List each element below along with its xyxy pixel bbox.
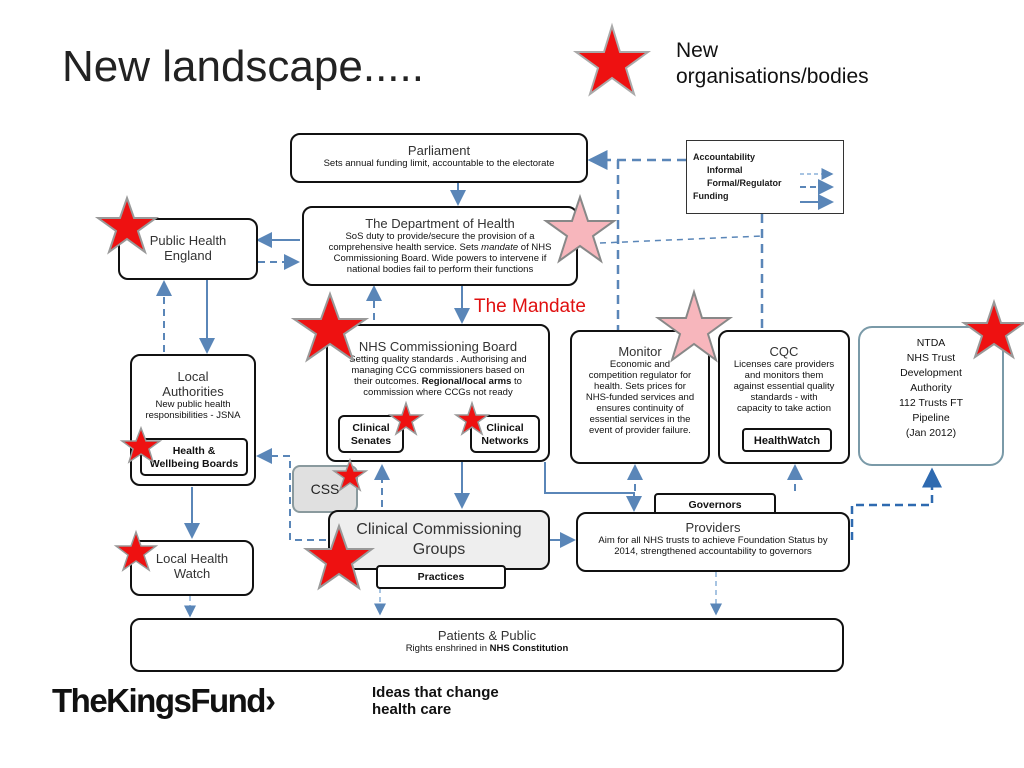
- new-organisations-legend: New organisations/bodies: [676, 39, 869, 88]
- healthwatch-box: HealthWatch: [742, 428, 832, 452]
- page-title: New landscape.....: [62, 42, 424, 91]
- networks-star-icon: [453, 400, 491, 436]
- patients-public-box: Patients & Public Rights enshrined in NH…: [130, 618, 844, 672]
- css-star-icon: [331, 457, 369, 492]
- clinical-senates-box: Clinical Senates: [338, 415, 404, 453]
- kings-fund-tagline: Ideas that change health care: [372, 684, 499, 718]
- nhscb-star-icon: [290, 291, 370, 363]
- practices-box: Practices: [376, 565, 506, 589]
- parliament-box: Parliament Sets annual funding limit, ac…: [290, 133, 588, 183]
- accountability-legend: Accountability Informal Formal/Regulator…: [686, 140, 844, 214]
- kings-fund-logo: TheKingsFund›: [52, 682, 276, 719]
- monitor-box: Monitor Economic and competition regulat…: [570, 330, 710, 464]
- local-healthwatch-star-icon: [113, 529, 159, 572]
- ntda-star-icon: [960, 298, 1024, 360]
- doh-pink-star-icon: [542, 193, 618, 264]
- senates-star-icon: [387, 400, 425, 436]
- mandate-label: The Mandate: [474, 296, 586, 317]
- providers-box: Providers Aim for all NHS trusts to achi…: [576, 512, 850, 572]
- clinical-commissioning-groups-box: Clinical Commissioning Groups: [328, 510, 550, 570]
- health-wellbeing-boards-box: Health & Wellbeing Boards: [140, 438, 248, 476]
- monitor-pink-star-icon: [654, 288, 734, 363]
- hwb-star-icon: [119, 425, 163, 464]
- phe-star-icon: [94, 194, 160, 255]
- ccg-star-icon: [303, 522, 375, 591]
- clinical-networks-box: Clinical Networks: [470, 415, 540, 453]
- legend-star-icon: [572, 22, 652, 97]
